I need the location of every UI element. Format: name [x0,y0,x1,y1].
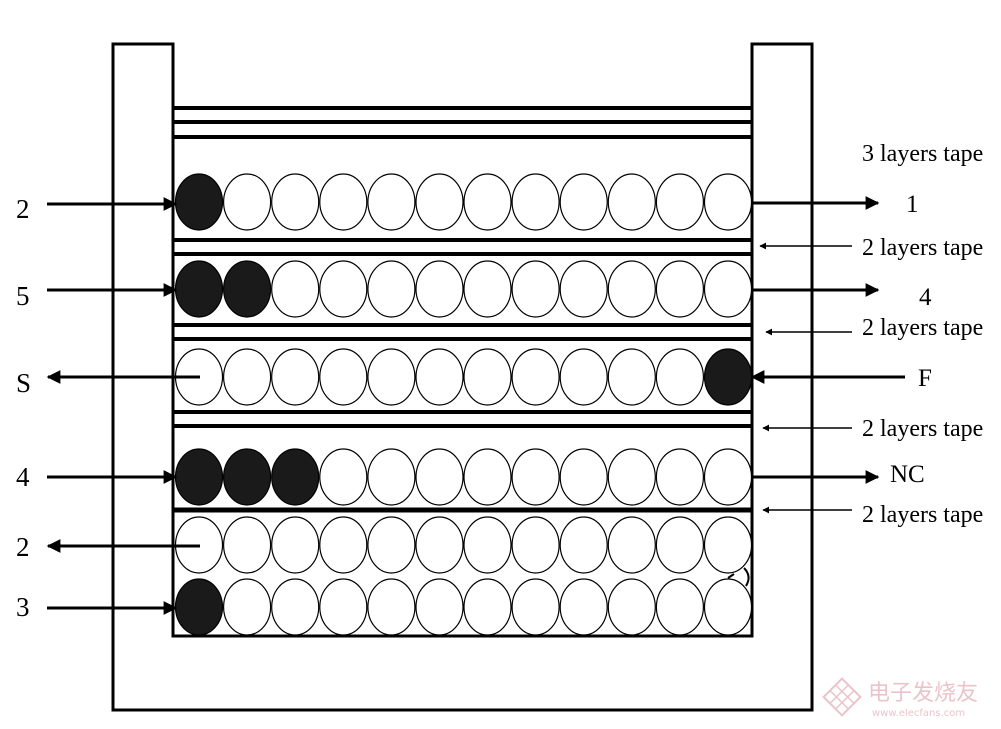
row-4-right-label: NC [890,461,925,488]
row-2-left-label: 5 [16,281,30,311]
tape-label-3-layers: 3 layers tape [862,141,983,167]
cell-r4-c1-filled [174,448,224,506]
cell-r2-c5-empty [367,260,416,318]
tape-separators [173,106,752,513]
row-4-left-label: 4 [16,462,30,492]
flow-arrows [46,196,905,615]
tape-label-arrows [759,242,852,514]
cell-r5-c6-empty [415,516,464,574]
cell-r1-c4-empty [319,173,368,231]
cell-r5-c4-empty [319,516,368,574]
cell-r3-c9-empty [559,348,608,406]
cell-r5-c11-empty [655,516,705,574]
cell-r4-c9-empty [559,448,608,506]
cell-r2-c11-empty [655,260,705,318]
row-2-right-label: 4 [919,284,932,311]
row-6-left-label: 3 [16,592,30,622]
cell-r3-c3-empty [271,348,320,406]
cell-r6-c9-empty [559,578,608,636]
cell-r3-c5-empty [367,348,416,406]
cell-r4-c8-empty [511,448,560,506]
cell-r1-c2-empty [223,173,272,231]
cell-r5-c3-empty [271,516,320,574]
cell-r6-c10-empty [607,578,656,636]
cell-r4-c4-empty [319,448,368,506]
cell-r4-c3-filled [271,448,320,506]
cell-r1-c12-empty [703,173,753,231]
tick-mark [727,573,735,579]
cell-r2-c12-empty [703,260,753,318]
cell-r4-c6-empty [415,448,464,506]
cell-r1-c6-empty [415,173,464,231]
cell-r6-c2-empty [223,578,272,636]
cell-r6-c3-empty [271,578,320,636]
cell-r2-c1-filled [174,260,224,318]
row-1-right-label: 1 [906,191,919,218]
tape-label-2-layers-a: 2 layers tape [862,235,983,261]
cell-r1-c1-filled [174,173,224,231]
cell-r3-c11-empty [655,348,705,406]
cell-r1-c10-empty [607,173,656,231]
cell-r6-c12-empty [703,578,753,636]
cell-r3-c6-empty [415,348,464,406]
cell-r3-c4-empty [319,348,368,406]
cell-r1-c11-empty [655,173,705,231]
watermark: 电子发烧友 www.elecfans.com [822,677,978,719]
cell-r4-c2-filled [223,448,272,506]
cell-r6-c7-empty [463,578,512,636]
tape-label-2-layers-d: 2 layers tape [862,502,983,528]
cell-r2-c2-filled [223,260,272,318]
watermark-text: 电子发烧友 [868,681,978,706]
cell-r6-c4-empty [319,578,368,636]
cell-r1-c9-empty [559,173,608,231]
cell-r4-c12-empty [703,448,753,506]
cell-r5-c10-empty [607,516,656,574]
cell-r3-c2-empty [223,348,272,406]
cell-r5-c12-empty [703,516,753,574]
cell-r5-c7-empty [463,516,512,574]
cell-r4-c10-empty [607,448,656,506]
cell-r1-c5-empty [367,173,416,231]
cell-r6-c5-empty [367,578,416,636]
cell-rows [174,173,753,636]
tape-label-2-layers-b: 2 layers tape [862,315,983,341]
cell-r5-c8-empty [511,516,560,574]
cell-r6-c11-empty [655,578,705,636]
row-3-left-label: S [16,368,31,398]
cell-r6-c1-filled [174,578,224,636]
cell-r4-c5-empty [367,448,416,506]
cell-r4-c7-empty [463,448,512,506]
cell-r2-c10-empty [607,260,656,318]
cell-r5-c2-empty [223,516,272,574]
row-5-left-label: 2 [16,532,30,562]
tape-label-2-layers-c: 2 layers tape [862,416,983,442]
cell-r2-c6-empty [415,260,464,318]
cell-r4-c11-empty [655,448,705,506]
cell-r6-c6-empty [415,578,464,636]
cell-r5-c9-empty [559,516,608,574]
cell-r3-c7-empty [463,348,512,406]
watermark-subtext: www.elecfans.com [872,708,965,719]
cell-r3-c8-empty [511,348,560,406]
cell-r6-c8-empty [511,578,560,636]
lattice-logo-icon [822,677,862,717]
cell-r2-c4-empty [319,260,368,318]
cell-r5-c5-empty [367,516,416,574]
cell-r1-c3-empty [271,173,320,231]
row-3-right-label: F [918,365,932,392]
row-1-left-label: 2 [16,194,30,224]
cell-r2-c9-empty [559,260,608,318]
cell-r2-c7-empty [463,260,512,318]
cell-r1-c7-empty [463,173,512,231]
cell-r2-c8-empty [511,260,560,318]
cell-r3-c10-empty [607,348,656,406]
cell-r2-c3-empty [271,260,320,318]
bracket-mark [743,567,750,587]
cell-r3-c12-filled [703,348,753,406]
cell-r1-c8-empty [511,173,560,231]
